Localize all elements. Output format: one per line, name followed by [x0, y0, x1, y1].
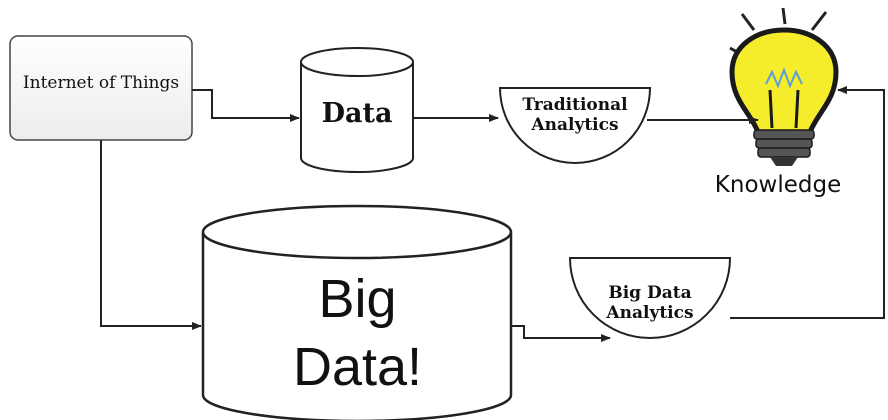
- big-data-label: Big Data!: [205, 266, 510, 401]
- data-cylinder: [300, 47, 414, 173]
- arrow-bda-to-knowledge: [730, 86, 885, 319]
- traditional-analytics-shape: [498, 87, 652, 164]
- traditional-analytics-line1: Traditional: [522, 95, 628, 115]
- big-data-analytics-shape: [568, 257, 732, 339]
- big-data-analytics-line1: Big Data: [608, 283, 692, 303]
- big-data-analytics-label: Big Data Analytics: [570, 283, 730, 323]
- arrow-iot-to-data: [192, 89, 300, 122]
- big-data-line2: Data!: [292, 336, 423, 397]
- iot-label: Internet of Things: [22, 73, 180, 93]
- traditional-analytics-line2: Analytics: [531, 114, 619, 135]
- big-data-analytics-line2: Analytics: [606, 302, 694, 323]
- traditional-analytics-label: Traditional Analytics: [500, 95, 650, 135]
- knowledge-label: Knowledge: [714, 172, 842, 198]
- data-label: Data: [321, 98, 393, 129]
- arrow-iot-to-bigdata: [100, 140, 202, 330]
- arrow-bigdata-to-bda: [511, 325, 611, 342]
- big-data-line1: Big: [318, 269, 397, 329]
- lightbulb-icon: [729, 7, 839, 166]
- big-data-cylinder: [201, 204, 513, 420]
